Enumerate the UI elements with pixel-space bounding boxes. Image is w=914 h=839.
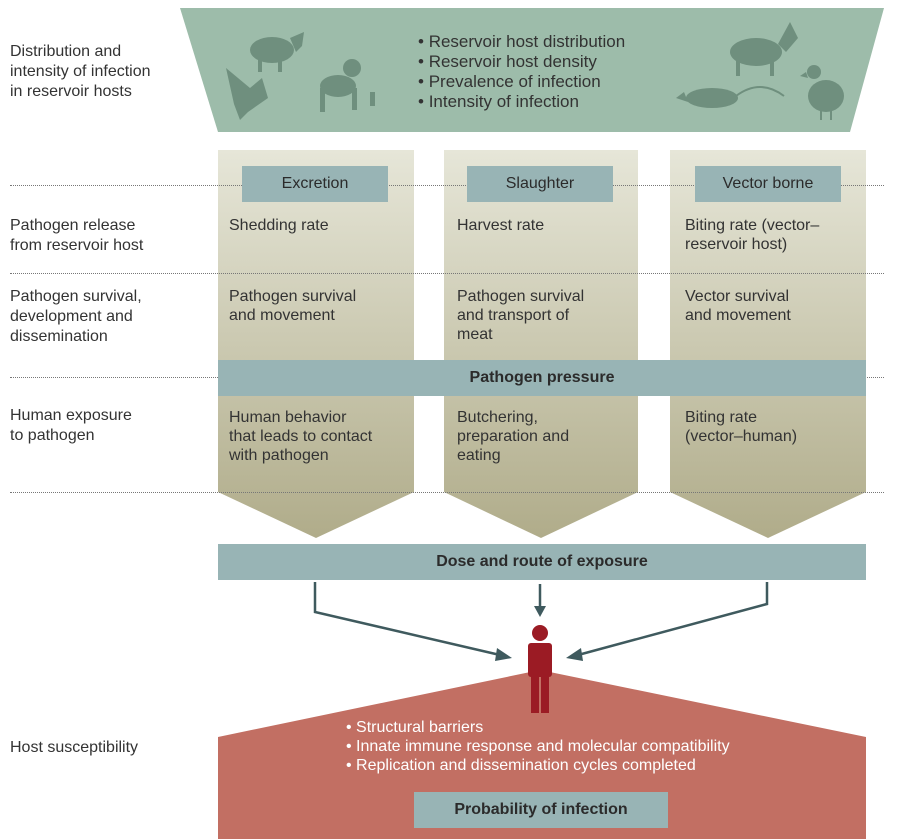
column-header-slaughter: Slaughter — [467, 166, 613, 202]
column-excretion — [218, 150, 414, 538]
release-label: Pathogen release from reservoir host — [10, 217, 144, 254]
column-header-vector-borne: Vector borne — [695, 166, 841, 202]
row-divider — [10, 492, 884, 493]
host-bullet: • Structural barriers — [346, 719, 484, 736]
row-divider — [10, 185, 884, 186]
host-susceptibility-label: Host susceptibility — [10, 739, 139, 756]
column-slaughter — [444, 150, 638, 538]
cell-release-excretion: Shedding rate — [229, 217, 329, 234]
arrow-head-left — [495, 648, 512, 661]
arrow-head-right — [566, 648, 583, 661]
cell-exposure-vector: Biting rate(vector–human) — [685, 409, 798, 445]
reservoir-label: Distribution and intensity of infection … — [10, 43, 151, 100]
host-bullet: • Innate immune response and molecular c… — [346, 738, 730, 755]
row-divider — [10, 273, 884, 274]
rat-icon — [676, 86, 785, 108]
cell-release-vector: Biting rate (vector–reservoir host) — [685, 217, 820, 253]
column-header-excretion: Excretion — [242, 166, 388, 202]
reservoir-bullets: • Reservoir host distribution • Reservoi… — [418, 32, 625, 112]
host-panel — [218, 670, 866, 839]
chimpanzee-icon — [320, 59, 375, 112]
column-vector — [670, 150, 866, 538]
pathogen-pressure-bar: Pathogen pressure — [218, 360, 866, 396]
reservoir-bullet: • Reservoir host density — [418, 52, 597, 71]
survival-label: Pathogen survival, development and disse… — [10, 288, 142, 345]
dose-route-bar: Dose and route of exposure — [218, 544, 866, 580]
host-bullet: • Replication and dissemination cycles c… — [346, 757, 696, 774]
human-icon — [528, 625, 552, 713]
goat-icon — [730, 22, 798, 76]
arrow-head-center — [534, 606, 546, 617]
host-bullets: • Structural barriers • Innate immune re… — [346, 718, 730, 775]
probability-of-infection-box: Probability of infection — [414, 792, 668, 828]
pig-icon — [250, 32, 304, 72]
cell-release-slaughter: Harvest rate — [457, 217, 545, 234]
chicken-icon — [800, 65, 844, 120]
reservoir-bullet: • Prevalence of infection — [418, 72, 601, 91]
reservoir-bullet: • Reservoir host distribution — [418, 32, 626, 51]
exposure-label: Human exposure to pathogen — [10, 407, 132, 444]
reservoir-bullet: • Intensity of infection — [418, 92, 579, 111]
bat-icon — [226, 68, 268, 120]
exposure-arrows — [313, 582, 769, 657]
